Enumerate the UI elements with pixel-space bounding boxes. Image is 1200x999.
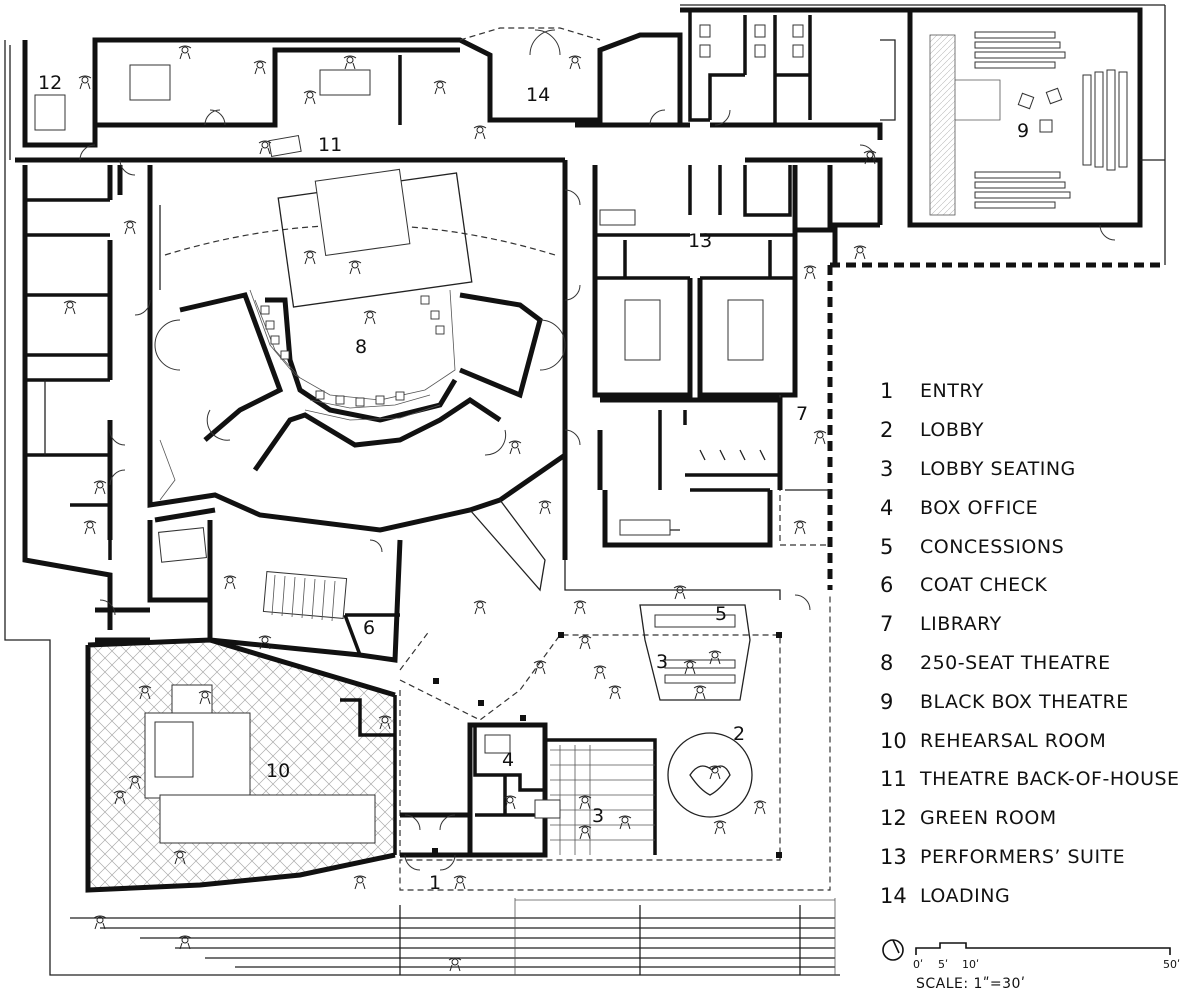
site-outline — [4, 4, 1166, 976]
restrooms-top — [680, 7, 1143, 228]
legend-item: 1 ENTRY — [880, 372, 1190, 411]
entry-stairs — [70, 898, 836, 975]
entry-vestibule — [400, 812, 470, 871]
black-box-theatre — [880, 31, 1165, 216]
room-label-4: 4 — [502, 749, 514, 771]
legend-number: 3 — [880, 456, 894, 481]
legend-number: 6 — [880, 573, 894, 598]
room-label-8: 8 — [355, 336, 367, 358]
back-of-house-block — [15, 27, 810, 163]
scale-tick-0: 0ʹ — [913, 958, 924, 971]
legend-item: 5 CONCESSIONS — [880, 527, 1190, 566]
main-theatre — [147, 160, 568, 533]
room-label-5: 5 — [715, 603, 727, 625]
legend-item: 14 LOADING — [880, 876, 1190, 915]
legend-number: 7 — [880, 612, 894, 637]
legend-item: 6 COAT CHECK — [880, 566, 1190, 605]
seating-rows-top — [974, 31, 1128, 209]
lobby-stair — [262, 571, 348, 622]
legend-number: 14 — [880, 883, 907, 908]
legend-number: 13 — [880, 844, 907, 869]
legend-item: 11 THEATRE BACK-OF-HOUSE — [880, 760, 1190, 799]
room-label-2: 2 — [733, 723, 745, 745]
legend-label: LIBRARY — [920, 613, 1002, 636]
legend-item: 4 BOX OFFICE — [880, 488, 1190, 527]
scale-tick-10: 10ʹ — [962, 958, 980, 971]
legend-label: LOADING — [920, 884, 1011, 907]
room-label-3b: 3 — [592, 805, 604, 827]
room-label-11: 11 — [318, 134, 342, 156]
theatre-seats — [249, 289, 456, 421]
scale-bar — [882, 939, 1171, 961]
legend-item: 13 PERFORMERS’ SUITE — [880, 838, 1190, 877]
legend-label: PERFORMERS’ SUITE — [920, 845, 1126, 868]
room-label-7: 7 — [796, 403, 808, 425]
scale-tick-5: 5ʹ — [938, 958, 949, 971]
room-label-10: 10 — [266, 760, 290, 782]
legend-label: LOBBY SEATING — [920, 457, 1076, 480]
legend-label: BLACK BOX THEATRE — [920, 690, 1129, 713]
room-label-9: 9 — [1017, 120, 1029, 142]
legend-item: 3 LOBBY SEATING — [880, 450, 1190, 489]
north-arrow-icon — [882, 939, 904, 961]
legend-number: 10 — [880, 728, 907, 753]
legend-label: COAT CHECK — [920, 574, 1048, 597]
legend-label: BOX OFFICE — [920, 496, 1039, 519]
legend-label: THEATRE BACK-OF-HOUSE — [920, 768, 1180, 791]
scale-note: SCALE: 1ʺ=30ʹ — [916, 976, 1026, 992]
legend-number: 12 — [880, 806, 907, 831]
legend-item: 2 LOBBY — [880, 411, 1190, 450]
legend-number: 5 — [880, 534, 894, 559]
room-label-3a: 3 — [656, 651, 668, 673]
legend-label: CONCESSIONS — [920, 535, 1065, 558]
legend-label: REHEARSAL ROOM — [920, 729, 1107, 752]
legend-label: LOBBY — [920, 419, 984, 442]
legend-item: 8 250-SEAT THEATRE — [880, 644, 1190, 683]
room-label-13: 13 — [688, 230, 712, 252]
room-label-14: 14 — [526, 84, 550, 106]
legend-label: 250-SEAT THEATRE — [920, 651, 1111, 674]
room-label-6: 6 — [363, 617, 375, 639]
legend-number: 2 — [880, 418, 894, 443]
west-service-wing — [22, 165, 161, 643]
legend-number: 4 — [880, 495, 894, 520]
legend-item: 9 BLACK BOX THEATRE — [880, 682, 1190, 721]
concessions — [639, 604, 751, 701]
room-legend: 1 ENTRY 2 LOBBY 3 LOBBY SEATING 4 BOX OFFICE… — [880, 372, 1190, 915]
performers-suite — [562, 157, 883, 560]
legend-item: 12 GREEN ROOM — [880, 799, 1190, 838]
lobby-area — [147, 499, 831, 891]
scale-tick-50: 50ʹ — [1163, 958, 1181, 971]
legend-number: 1 — [880, 379, 894, 404]
room-label-12: 12 — [38, 72, 62, 94]
lobby-seating-stairs — [467, 722, 753, 858]
legend-number: 8 — [880, 650, 894, 675]
legend-item: 7 LIBRARY — [880, 605, 1190, 644]
legend-label: ENTRY — [920, 380, 984, 403]
legend-number: 9 — [880, 689, 894, 714]
doors — [79, 109, 1116, 616]
room-label-1: 1 — [429, 872, 441, 894]
legend-label: GREEN ROOM — [920, 807, 1057, 830]
legend-number: 11 — [880, 767, 907, 792]
rehearsal-room — [85, 637, 397, 893]
restrooms-lower — [597, 397, 783, 548]
legend-item: 10 REHEARSAL ROOM — [880, 721, 1190, 760]
room-labels: 12 11 14 9 13 8 7 6 5 3 2 4 10 3 1 — [38, 72, 1029, 894]
